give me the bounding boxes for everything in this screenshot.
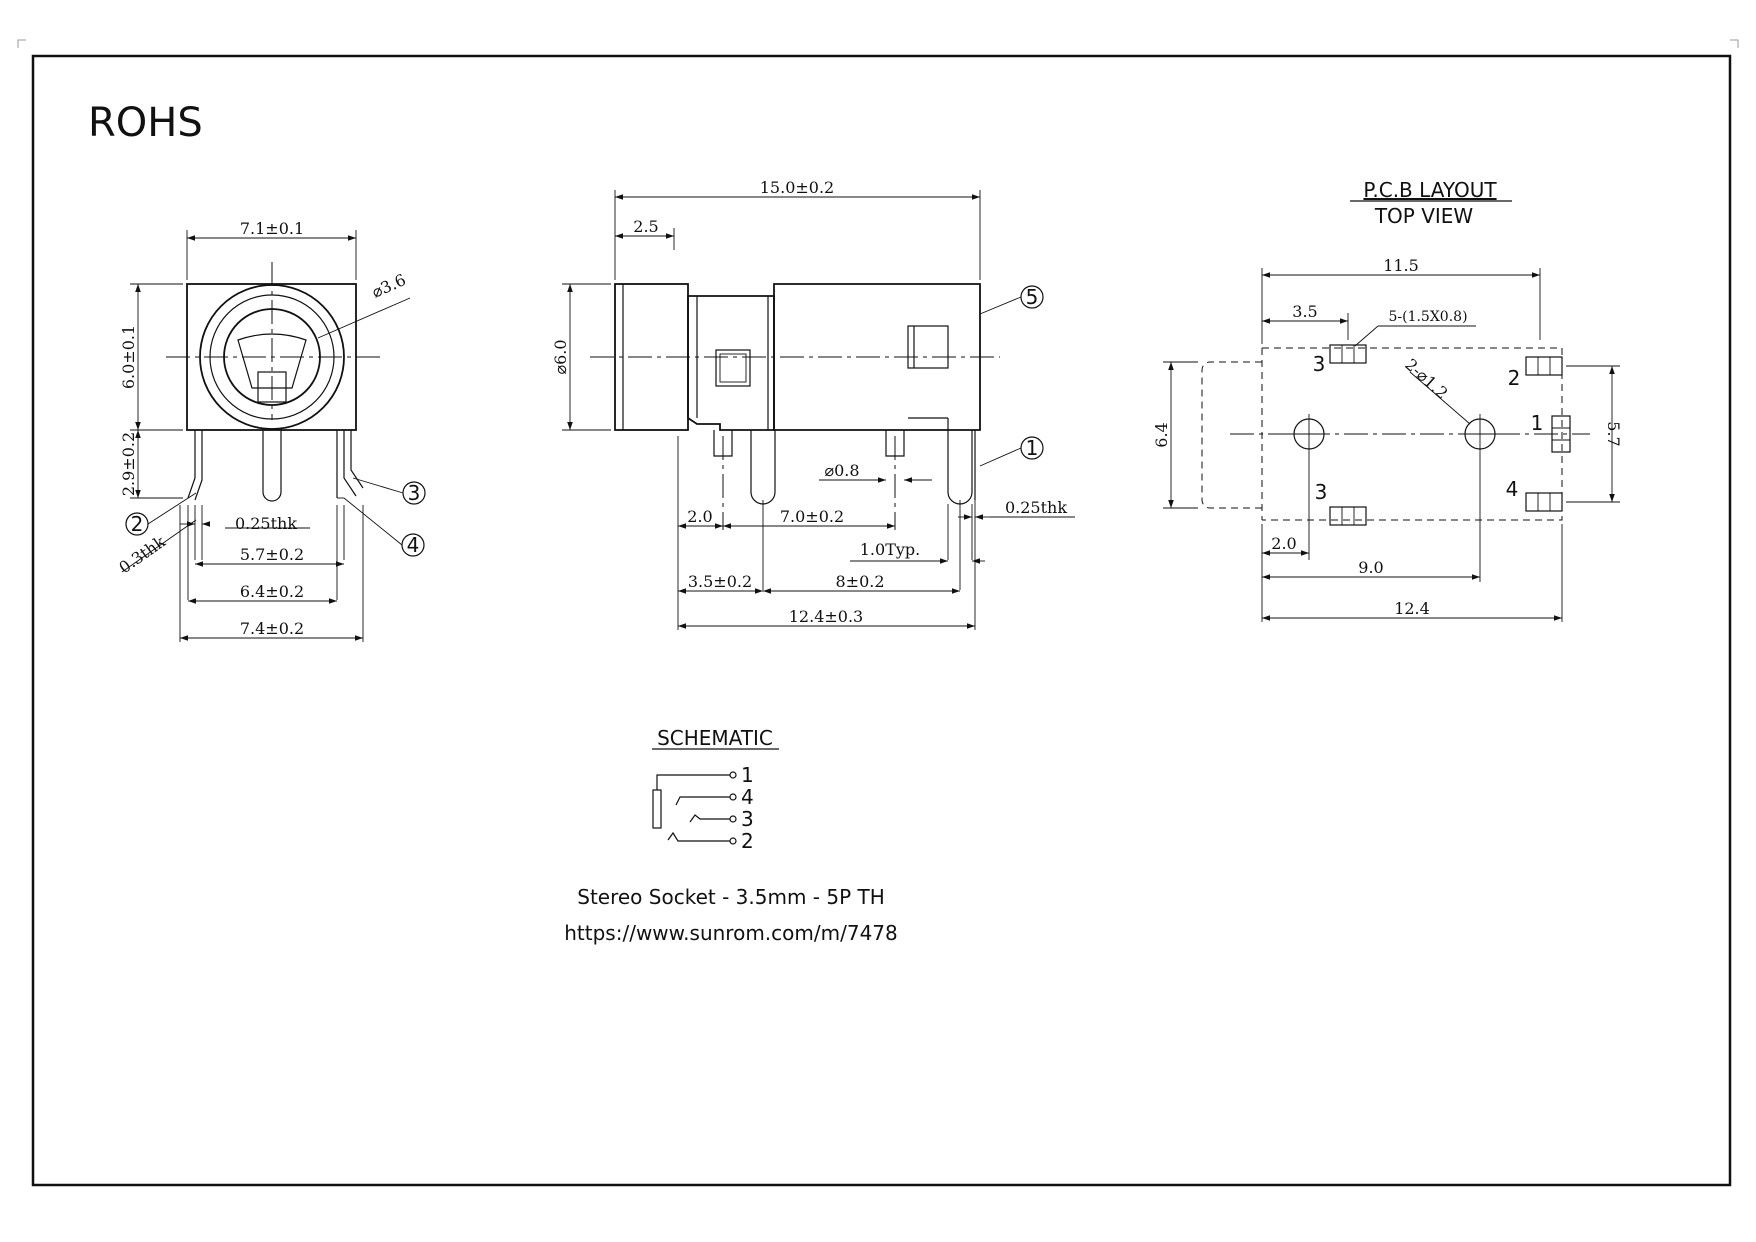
pcb-nose-outline bbox=[1201, 361, 1262, 509]
dim-35-front: 3.5±0.2 bbox=[688, 572, 752, 591]
side-view-pin-center bbox=[262, 430, 282, 502]
pcb-pad-3-bottom bbox=[1329, 506, 1367, 526]
pcb-pin-2: 2 bbox=[1508, 366, 1521, 390]
dim-57-side: 5.7±0.2 bbox=[240, 545, 304, 564]
dim-124-front: 12.4±0.3 bbox=[789, 607, 863, 626]
drawing-border bbox=[31, 54, 1732, 1187]
dim-90-pcb: 9.0 bbox=[1358, 558, 1383, 577]
schematic: SCHEMATIC 1 4 3 2 bbox=[652, 726, 779, 853]
sheet-corner-marks bbox=[17, 39, 1739, 48]
dim-dia-60: ⌀6.0 bbox=[551, 339, 570, 374]
front-view-mid-section bbox=[687, 295, 775, 431]
dim-thk-03-side: 0.3thk bbox=[115, 532, 169, 577]
dim-20-pcb: 2.0 bbox=[1271, 534, 1296, 553]
side-view-pin-right bbox=[336, 430, 364, 498]
dim-115-pcb: 11.5 bbox=[1383, 256, 1419, 275]
pcb-pad-3-top bbox=[1329, 344, 1367, 364]
dim-pin-height: 2.9±0.2 bbox=[119, 432, 138, 496]
dim-70-front: 7.0±0.2 bbox=[780, 507, 844, 526]
front-view: 15.0±0.2 2.5 ⌀6.0 ⌀0.8 2.0 7.0±0.2 0.25t… bbox=[551, 178, 1075, 630]
schematic-pin-1: 1 bbox=[741, 763, 754, 787]
front-view-main-body bbox=[773, 283, 981, 431]
callout-5-front: 5 bbox=[1026, 285, 1039, 309]
schematic-pin-3: 3 bbox=[741, 807, 754, 831]
dim-64-pcb: 6.4 bbox=[1152, 422, 1171, 447]
dim-10-typ: 1.0Typ. bbox=[860, 540, 920, 559]
dim-width-top: 7.1±0.1 bbox=[240, 219, 304, 238]
schematic-sleeve bbox=[652, 789, 662, 829]
side-view-center-contact bbox=[257, 371, 287, 403]
caption-url: https://www.sunrom.com/m/7478 bbox=[564, 921, 898, 945]
dim-8-front: 8±0.2 bbox=[835, 572, 884, 591]
pcb-body-outline bbox=[1262, 347, 1563, 521]
side-view-pin-left bbox=[187, 430, 203, 501]
front-view-pin-d bbox=[947, 430, 973, 505]
side-view: 7.1±0.1 ⌀3.6 6.0±0.1 2.9±0.2 0.25thk 0.3… bbox=[115, 219, 426, 642]
pcb-pad-1 bbox=[1551, 415, 1571, 453]
dim-thk-025-front: 0.25thk bbox=[1005, 498, 1067, 517]
dim-35-pcb: 3.5 bbox=[1292, 302, 1317, 321]
dim-64-side: 6.4±0.2 bbox=[240, 582, 304, 601]
callout-3-side: 3 bbox=[408, 481, 421, 505]
dim-length-150: 15.0±0.2 bbox=[760, 178, 834, 197]
dim-25-front: 2.5 bbox=[633, 217, 658, 236]
dim-20-front: 2.0 bbox=[687, 507, 712, 526]
dim-thk-025-side: 0.25thk bbox=[235, 514, 297, 533]
callout-2-side: 2 bbox=[131, 512, 144, 536]
pcb-pad-2 bbox=[1525, 356, 1563, 376]
pcb-subtitle: TOP VIEW bbox=[1374, 204, 1474, 228]
dim-57-pcb: 5.7 bbox=[1604, 421, 1623, 446]
callout-4-side: 4 bbox=[407, 533, 420, 557]
caption-product: Stereo Socket - 3.5mm - 5P TH bbox=[577, 885, 885, 909]
dim-pads-pcb: 5-(1.5X0.8) bbox=[1388, 309, 1467, 325]
pcb-title: P.C.B LAYOUT bbox=[1363, 178, 1497, 202]
schematic-pin-2: 2 bbox=[741, 829, 754, 853]
side-view-hole-contact bbox=[237, 333, 307, 389]
dim-pin-dia-08: ⌀0.8 bbox=[824, 461, 859, 480]
callout-1-front: 1 bbox=[1026, 436, 1039, 460]
pcb-pin-1: 1 bbox=[1531, 411, 1544, 435]
pcb-pin-4: 4 bbox=[1506, 477, 1519, 501]
pcb-pin-3-top: 3 bbox=[1313, 352, 1326, 376]
schematic-title: SCHEMATIC bbox=[657, 726, 773, 750]
dim-74-side: 7.4±0.2 bbox=[240, 619, 304, 638]
dim-holes-pcb: 2-⌀1.2 bbox=[1401, 355, 1451, 403]
dim-hole-diameter: ⌀3.6 bbox=[369, 270, 409, 302]
schematic-pin-4: 4 bbox=[741, 785, 754, 809]
dim-body-height: 6.0±0.1 bbox=[119, 325, 138, 389]
rohs-title: ROHS bbox=[88, 100, 203, 146]
pcb-pin-3-bottom: 3 bbox=[1315, 480, 1328, 504]
pcb-pad-4 bbox=[1525, 492, 1563, 512]
front-view-pin-b bbox=[750, 430, 776, 505]
pcb-layout: P.C.B LAYOUT TOP VIEW 3 2 1 3 4 bbox=[1152, 178, 1623, 622]
dim-124-pcb: 12.4 bbox=[1394, 599, 1430, 618]
